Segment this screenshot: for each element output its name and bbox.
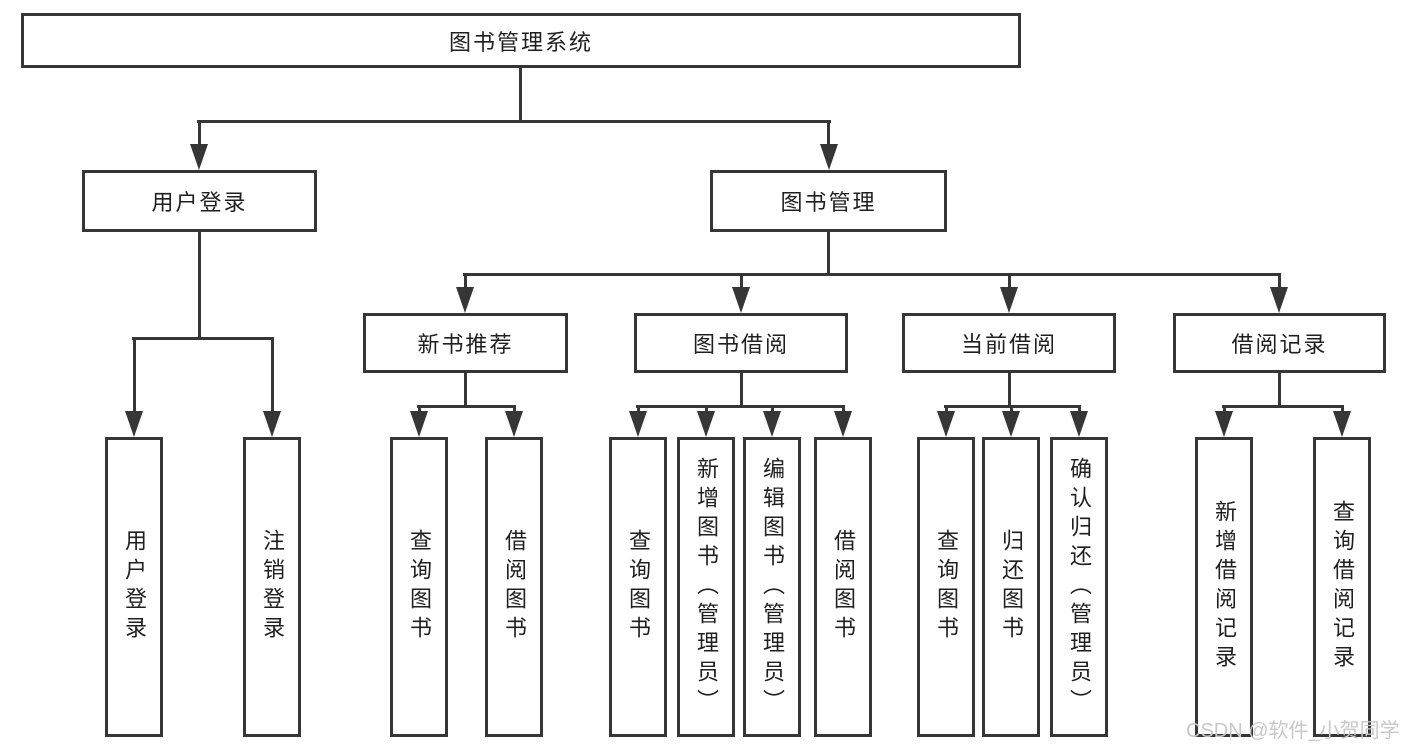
connector-line [740,371,743,405]
node-label: 用户登录 [151,190,248,215]
node-label: 图书管理 [780,190,877,215]
connector-line [740,273,743,291]
connector-line [1010,405,1013,415]
arrow-down-icon [1002,411,1020,437]
connector-line [418,405,421,415]
arrow-down-icon [834,411,852,437]
node-label: 新书推荐 [417,332,514,357]
node-label: 借阅记录 [1231,332,1328,357]
connector-line [197,120,831,123]
leaf-label: 查询借阅记录 [1330,500,1355,674]
arrow-down-icon [505,411,523,437]
arrow-down-icon [1215,411,1233,437]
leaf-logout: 注销登录 [243,437,301,737]
leaf-label: 借阅图书 [502,529,527,645]
node-library-management-system: 图书管理系统 [21,13,1021,68]
arrow-down-icon [125,411,143,437]
leaf-add-borrow-record: 新增借阅记录 [1195,437,1253,737]
leaf-label: 查询图书 [407,529,432,645]
arrow-down-icon [1333,411,1351,437]
arrow-down-icon [629,411,647,437]
node-label: 当前借阅 [960,332,1057,357]
leaf-label: 归还图书 [999,529,1024,645]
arrow-down-icon [697,411,715,437]
arrow-down-icon [456,287,474,313]
node-book-management: 图书管理 [710,170,947,232]
node-book-borrowing: 图书借阅 [634,313,848,373]
connector-line [1278,371,1281,405]
connector-line [827,230,830,273]
arrow-down-icon [937,411,955,437]
leaf-borrow-books: 借阅图书 [485,437,543,737]
leaf-query-books: 查询图书 [609,437,667,737]
leaf-query-books: 查询图书 [390,437,448,737]
arrow-down-icon [410,411,428,437]
connector-line [842,405,845,415]
connector-line [1223,405,1226,415]
connector-line [771,405,774,415]
arrow-down-icon [732,287,750,313]
connector-line [417,405,516,408]
connector-line [132,337,274,340]
connector-line [1008,273,1011,291]
leaf-label: 编辑图书（管理员） [760,456,785,718]
node-user-login: 用户登录 [82,170,317,232]
leaf-query-borrow-record: 查询借阅记录 [1313,437,1371,737]
connector-line [945,405,948,415]
connector-line [464,371,467,405]
arrow-down-icon [763,411,781,437]
connector-line [637,405,640,415]
leaf-label: 新增借阅记录 [1212,500,1237,674]
leaf-add-books-admin: 新增图书（管理员） [677,437,735,737]
node-borrowing-records: 借阅记录 [1173,313,1386,373]
connector-line [1278,273,1281,291]
leaf-label: 新增图书（管理员） [694,456,719,718]
arrow-down-icon [190,144,208,170]
node-label: 图书借阅 [692,332,789,357]
arrow-down-icon [1000,287,1018,313]
connector-line [636,405,845,408]
connector-line [1341,405,1344,415]
connector-line [198,230,201,337]
watermark: CSDN @软件_小贺同学 [1186,720,1400,742]
connector-line [464,273,467,291]
node-label: 图书管理系统 [448,29,593,55]
connector-line [519,66,522,120]
connector-line [1078,405,1081,415]
node-current-borrowing: 当前借阅 [902,313,1116,373]
leaf-label: 借阅图书 [831,529,856,645]
connector-line [271,337,274,415]
connector-line [463,273,1281,276]
node-new-book-recommendation: 新书推荐 [363,313,568,373]
connector-line [198,120,201,150]
arrow-down-icon [820,144,838,170]
arrow-down-icon [1070,411,1088,437]
connector-line [513,405,516,415]
leaf-label: 注销登录 [260,529,285,645]
leaf-query-books: 查询图书 [917,437,975,737]
leaf-user-login: 用户登录 [105,437,163,737]
leaf-label: 用户登录 [122,529,147,645]
leaf-return-books: 归还图书 [982,437,1040,737]
arrow-down-icon [263,411,281,437]
connector-line [1008,371,1011,405]
connector-line [1222,405,1344,408]
connector-line [827,120,830,150]
leaf-edit-books-admin: 编辑图书（管理员） [743,437,801,737]
leaf-label: 查询图书 [626,529,651,645]
leaf-label: 查询图书 [934,529,959,645]
arrow-down-icon [1270,287,1288,313]
leaf-borrow-books: 借阅图书 [814,437,872,737]
connector-line [705,405,708,415]
leaf-confirm-return-admin: 确认归还（管理员） [1050,437,1108,737]
connector-line [133,337,136,415]
leaf-label: 确认归还（管理员） [1067,456,1092,718]
